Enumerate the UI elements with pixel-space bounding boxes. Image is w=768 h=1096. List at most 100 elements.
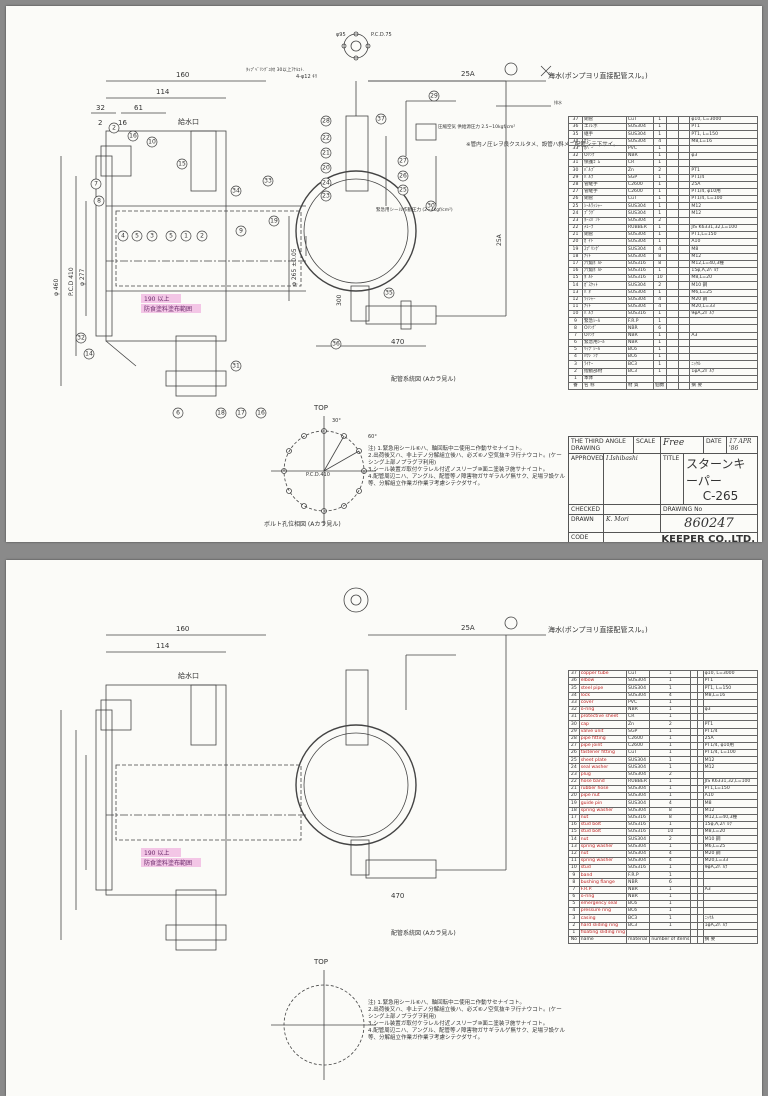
bom-cell: 33 (568, 698, 580, 707)
bom-cell (652, 374, 667, 383)
bom-cell (665, 324, 679, 333)
bom-cell: NBR (625, 331, 654, 340)
bom-cell: 2 (652, 166, 667, 175)
bom-cell: C2600 (625, 180, 654, 189)
bom-cell: PT1 (702, 677, 759, 686)
bom-cell: 4 (652, 302, 667, 312)
bom-cell: 13 (568, 842, 580, 851)
bom-cell: NBR (625, 324, 654, 333)
bom-cell: 管継手 (581, 187, 627, 197)
bom-cell (677, 151, 691, 161)
bom-cell: PT1/4, L=100 (702, 749, 759, 758)
bom-cell: 1φA,2ﾊﾞﾙﾌﾞ (689, 367, 758, 376)
bom-cell: 1 (652, 187, 667, 197)
bom-cell: 1 (649, 864, 692, 873)
bom-cell (677, 223, 691, 233)
pink-label-2: 防食塗料塗布範囲 (144, 859, 192, 867)
bom-cell (665, 173, 679, 182)
bom-cell: 2 (649, 770, 692, 779)
bom-cell: ﾎﾞﾙﾄ (581, 274, 627, 283)
bom-cell (702, 899, 759, 909)
bom-cell: SUS304 (625, 130, 654, 139)
bom-cell: 1 (652, 317, 667, 326)
bom-cell (665, 166, 679, 175)
bom-cell: F.R.P (626, 871, 651, 880)
callout-label: 27 (399, 158, 407, 165)
bom-cell: 24 (568, 209, 583, 218)
bom-cell: CuT (626, 669, 651, 679)
bom-cell (677, 367, 691, 376)
bom-cell (677, 288, 691, 297)
callout-label: 19 (270, 218, 278, 225)
bom-cell: BC6 (625, 345, 654, 355)
bom-cell (677, 331, 691, 340)
bom-cell: 継手 (581, 130, 627, 139)
bom-cell (677, 216, 691, 225)
flange-circle (343, 33, 369, 59)
callout-label: 5 (135, 233, 139, 240)
bom-cell: M10 鋼 (702, 835, 759, 844)
bom-cell: F.R.P (625, 317, 654, 326)
checked-value (604, 505, 661, 514)
company-name: KEEPER CO.,LTD. (661, 534, 755, 542)
bom-cell: 摺動部材 (581, 367, 627, 376)
bom-cell: 24 (568, 763, 580, 772)
bom-cell: M20 鋼 (702, 849, 759, 858)
bom-cell: NBR (625, 338, 654, 348)
bom-cell: 8 (568, 878, 580, 887)
bom-cell (677, 180, 691, 189)
bom-cell: SUS316 (625, 310, 654, 319)
bom-cell: SUS316 (626, 828, 651, 837)
bom-cell: CuT (626, 749, 651, 758)
bom-cell (677, 310, 691, 319)
scale-value: Free (661, 437, 704, 453)
bom-cell: 1 (568, 928, 580, 937)
bom-cell: spring washer (578, 856, 628, 866)
bom-cell: 13 (568, 288, 583, 297)
bom-cell (702, 892, 759, 902)
callout-label: 24 (322, 180, 330, 187)
bom-cell: 17 (568, 813, 580, 822)
bom-cell: 1 (649, 698, 692, 707)
bom-cell: JIS K6331,32,L=100 (702, 777, 759, 787)
bom-cell (665, 115, 679, 125)
bom-cell: JIS K6331,32,L=100 (689, 223, 758, 233)
bom-cell: 六角ﾎﾞﾙﾄ (581, 266, 627, 276)
bom-cell: 16 (568, 266, 583, 276)
bom-cell: 1 (652, 360, 667, 369)
title-label: TITLE (661, 454, 684, 504)
callout-label: 1 (184, 233, 188, 240)
bom-cell: 1 (652, 202, 667, 211)
bom-cell: emergency seal (578, 899, 628, 909)
bom-cell: cap (578, 720, 628, 729)
bom-cell: BC3 (625, 360, 654, 369)
bom-cell: 2 (649, 720, 692, 729)
bom-cell: SUS304 (626, 856, 651, 866)
drawing-sheet-top: 2 16 10 15 7 8 34 33 4 5 3 5 1 2 9 32 14… (6, 6, 762, 542)
bom-cell (677, 238, 691, 247)
bom-cell: 銅管 (581, 195, 627, 204)
bom-cell: 7 (568, 885, 580, 894)
bom-cell: 4 (649, 691, 692, 700)
bom-cell: SUS304 (625, 230, 654, 240)
pink-label-1: 190 以上 (144, 849, 169, 857)
bom-cell: φ3 (689, 151, 758, 161)
bom-cell (677, 345, 691, 355)
